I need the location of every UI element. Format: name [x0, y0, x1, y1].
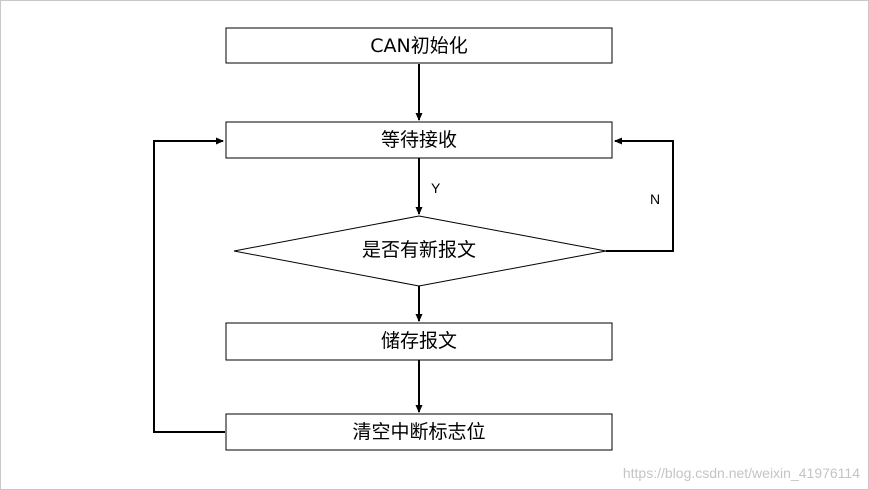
- edge-decision-no-loop: [606, 137, 674, 252]
- node-new-message-decision-label: 是否有新报文: [362, 239, 476, 261]
- edge-clear-loop-back: [153, 137, 225, 433]
- node-can-init-label: CAN初始化: [370, 35, 467, 57]
- node-store-message: 储存报文: [225, 322, 613, 361]
- edge-label-yes: Y: [431, 180, 441, 196]
- node-wait-receive-label: 等待接收: [381, 129, 457, 151]
- node-store-message-label: 储存报文: [381, 330, 457, 352]
- node-can-init: CAN初始化: [225, 27, 613, 64]
- edge-label-no: N: [650, 191, 660, 207]
- node-clear-interrupt-flag-label: 清空中断标志位: [352, 421, 485, 443]
- watermark-url: https://blog.csdn.net/weixin_41976114: [622, 465, 860, 481]
- node-wait-receive: 等待接收: [225, 121, 613, 159]
- node-clear-interrupt-flag: 清空中断标志位: [225, 413, 613, 451]
- node-new-message-decision: 是否有新报文: [233, 215, 607, 287]
